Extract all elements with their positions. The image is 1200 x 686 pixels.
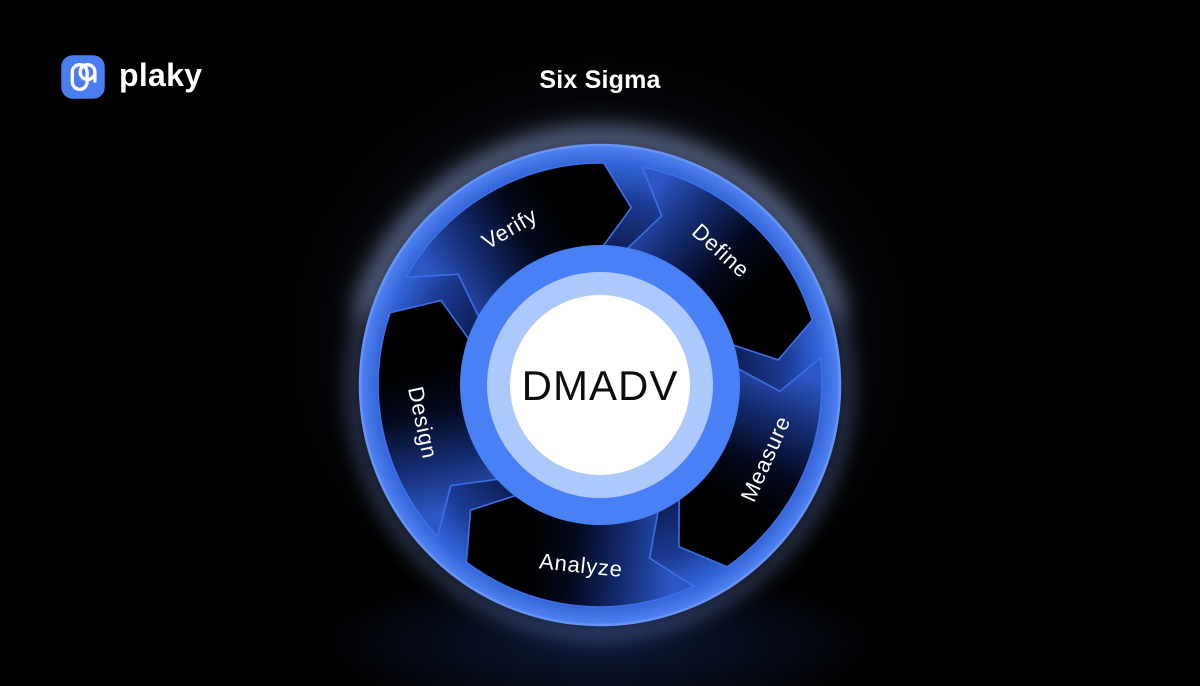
page-title: Six Sigma — [539, 66, 661, 94]
wheel-halo-top — [352, 126, 848, 318]
brand-wordmark: plaky — [119, 57, 203, 93]
plaky-logo-icon — [61, 55, 105, 99]
brand-logo: plaky — [60, 54, 202, 100]
center-circle — [510, 295, 690, 475]
center-label: DMADV — [522, 362, 679, 409]
